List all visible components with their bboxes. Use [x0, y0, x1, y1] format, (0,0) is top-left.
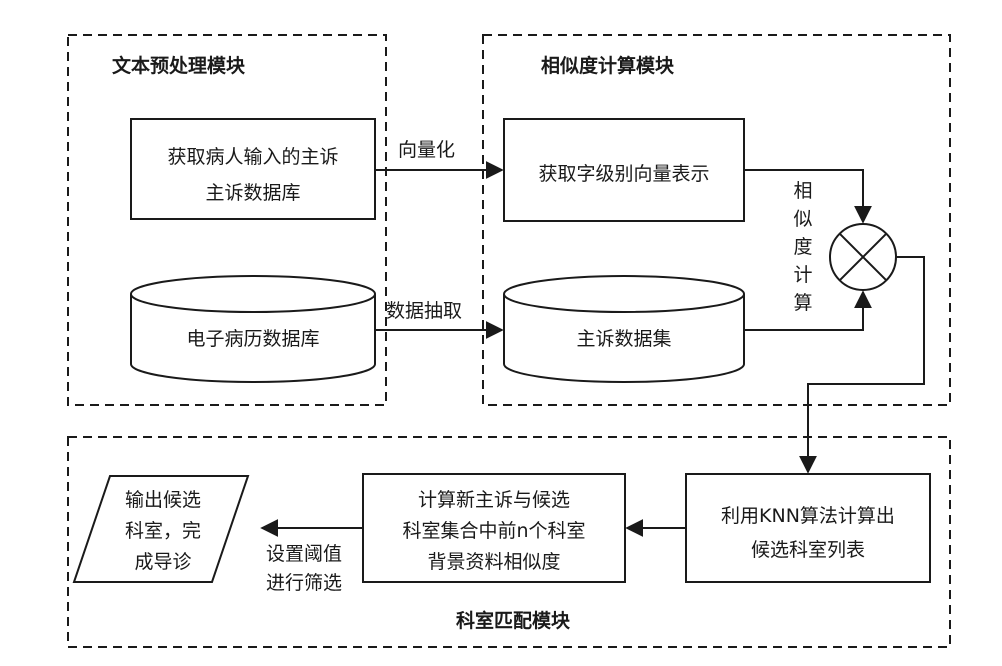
emr-database-cylinder	[130, 275, 376, 383]
knn-label-line-2: 候选科室列表	[751, 539, 865, 561]
similarity-vertical-char-2: 似	[793, 208, 812, 230]
similarity-combine-icon	[829, 223, 897, 291]
similarity-vertical-char-1: 相	[793, 180, 812, 202]
preprocess-module-frame	[67, 34, 387, 406]
knn-label-line-1: 利用KNN算法计算出	[721, 505, 895, 527]
compute-label-line-1: 计算新主诉与候选	[418, 489, 570, 511]
emr-database-label: 电子病历数据库	[186, 328, 319, 350]
threshold-label-line-2: 进行筛选	[266, 572, 342, 594]
similarity-module-title: 相似度计算模块	[541, 54, 675, 77]
matching-module-title: 科室匹配模块	[456, 609, 571, 632]
similarity-vertical-char-3: 度	[793, 236, 812, 258]
compute-similarity-box	[362, 473, 626, 583]
similarity-vertical-char-5: 算	[793, 292, 812, 314]
char-vector-box	[503, 118, 745, 222]
combine-to-knn-arrow	[799, 256, 925, 474]
matching-module-frame	[67, 436, 951, 648]
dataset-to-combine-arrow	[744, 290, 872, 331]
preprocess-module-title: 文本预处理模块	[112, 54, 246, 77]
knn-box	[685, 473, 931, 583]
complaint-input-line-2: 主诉数据库	[205, 182, 300, 204]
similarity-module-frame	[482, 34, 951, 406]
output-parallelogram	[72, 475, 250, 583]
complaint-input-box	[130, 118, 376, 220]
similarity-vertical-char-4: 计	[793, 264, 812, 286]
output-label-line-2: 科室，完	[125, 520, 201, 542]
vectorize-edge-label: 向量化	[398, 139, 455, 161]
output-label-line-1: 输出候选	[125, 489, 201, 511]
extract-edge-label: 数据抽取	[386, 300, 462, 322]
complaint-input-line-1: 获取病人输入的主诉	[167, 146, 338, 168]
vector-to-combine-arrow	[744, 169, 872, 224]
output-label-line-3: 成导诊	[134, 551, 191, 573]
threshold-label-line-1: 设置阈值	[266, 543, 342, 565]
compute-label-line-3: 背景资料相似度	[427, 551, 560, 573]
complaint-dataset-label: 主诉数据集	[576, 328, 671, 350]
char-vector-label: 获取字级别向量表示	[538, 163, 709, 185]
compute-label-line-2: 科室集合中前n个科室	[402, 520, 585, 542]
complaint-dataset-cylinder	[503, 275, 745, 383]
